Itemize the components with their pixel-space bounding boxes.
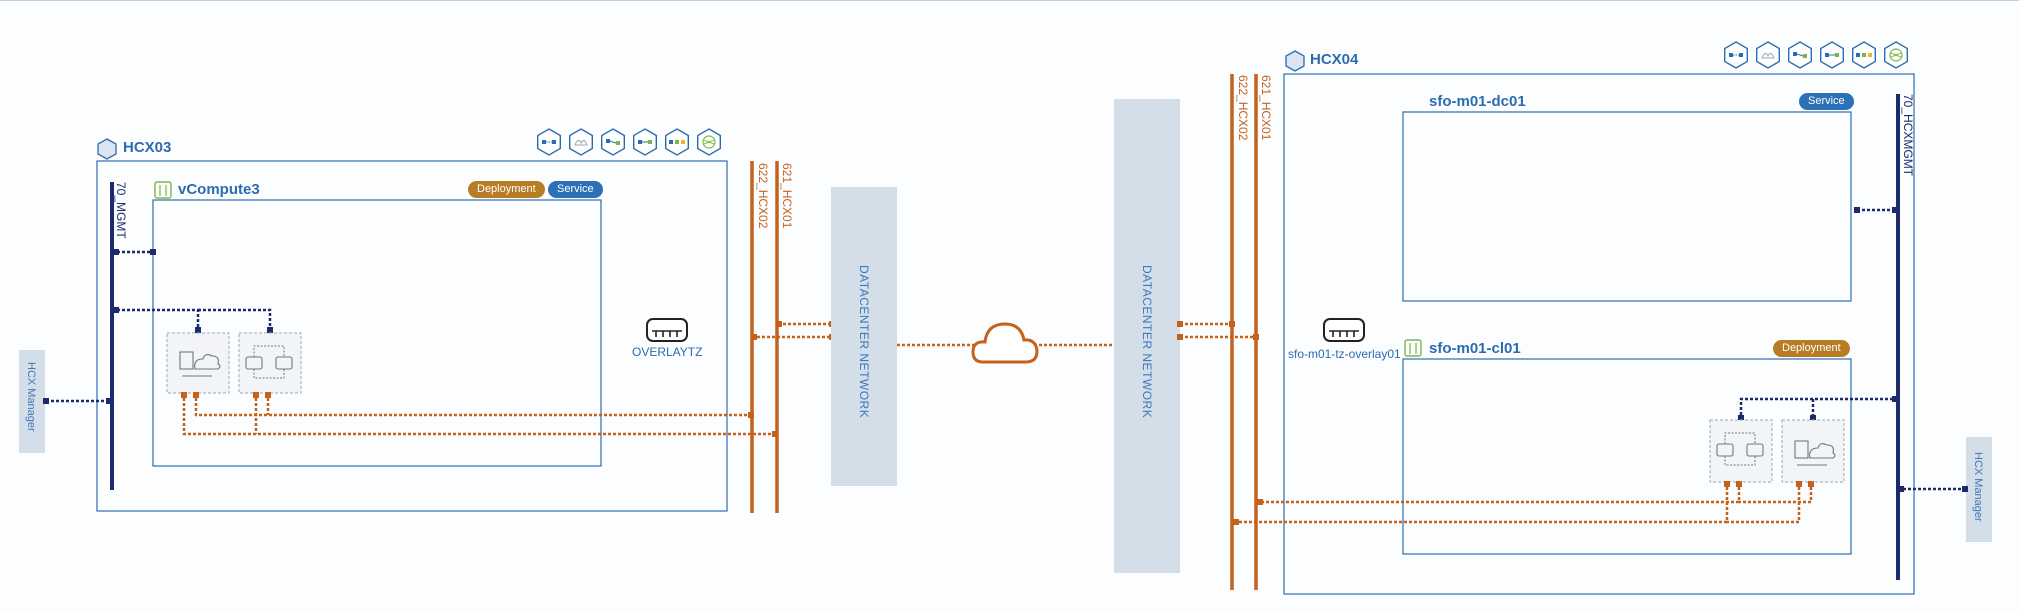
right-site-title: HCX04	[1310, 51, 1359, 68]
right-net-621-label: 621_HCX01	[1259, 75, 1273, 141]
wan-opt-icon[interactable]	[569, 128, 593, 156]
overlay-tz-icon	[646, 318, 688, 342]
right-dc-title: sfo-m01-dc01	[1429, 93, 1526, 110]
left-site-frame	[96, 160, 728, 512]
right-datacenter-panel	[1114, 99, 1180, 573]
left-cluster-frame	[152, 199, 602, 467]
right-net-622-label: 622_HCX02	[1236, 75, 1250, 141]
wan-opt-icon[interactable]	[1755, 41, 1781, 69]
left-net-622-label: 622_HCX02	[756, 163, 770, 229]
left-hcx-manager-box[interactable]	[19, 350, 45, 453]
service-mesh-icon[interactable]	[665, 128, 689, 156]
overlay-tz-icon-right	[1323, 318, 1365, 342]
right-appliance-interconnect[interactable]	[1781, 419, 1845, 483]
right-cluster-title: sfo-m01-cl01	[1429, 340, 1521, 357]
right-cluster-frame	[1402, 358, 1852, 555]
cloud-icon	[971, 322, 1039, 364]
left-deployment-badge: Deployment	[468, 181, 545, 198]
left-site-title: HCX03	[123, 139, 172, 156]
right-appliance-network-extension[interactable]	[1709, 419, 1773, 483]
left-appliance-network-extension[interactable]	[238, 332, 302, 394]
right-hcx-manager-box[interactable]	[1966, 437, 1992, 542]
right-hcx-manager-label: HCX Manager	[1972, 452, 1984, 522]
right-mgmt-label: 70_HCXMGMT	[1901, 94, 1915, 177]
interconnect-icon[interactable]	[537, 128, 561, 156]
right-site-frame	[1283, 73, 1915, 595]
left-net-621-label: 621_HCX01	[780, 163, 794, 229]
left-datacenter-panel	[831, 187, 897, 486]
left-datacenter-label: DATACENTER NETWORK	[857, 265, 871, 419]
network-extension-ha-icon[interactable]	[1819, 41, 1845, 69]
left-hcx-manager-label: HCX Manager	[25, 362, 37, 432]
left-appliance-interconnect[interactable]	[166, 332, 230, 394]
left-mgmt-label: 70_MGMT	[114, 182, 128, 239]
right-transport-zone-label: sfo-m01-tz-overlay01	[1288, 347, 1401, 361]
right-service-badge: Service	[1799, 93, 1854, 110]
left-cluster-title: vCompute3	[178, 181, 260, 198]
globe-icon[interactable]	[1883, 41, 1909, 69]
network-extension-icon[interactable]	[601, 128, 625, 156]
top-border	[0, 0, 2019, 1]
service-mesh-icon[interactable]	[1851, 41, 1877, 69]
left-service-icons	[537, 128, 721, 156]
left-site	[19, 128, 778, 512]
right-service-icons	[1723, 41, 1909, 69]
left-service-badge: Service	[548, 181, 603, 198]
right-datacenter-label: DATACENTER NETWORK	[1140, 265, 1154, 419]
network-extension-icon[interactable]	[1787, 41, 1813, 69]
left-site-hex-icon	[97, 138, 117, 160]
right-deployment-badge: Deployment	[1773, 340, 1850, 357]
interconnect-icon[interactable]	[1723, 41, 1749, 69]
network-extension-ha-icon[interactable]	[633, 128, 657, 156]
left-transport-zone-label: OVERLAYTZ	[632, 345, 703, 359]
globe-icon[interactable]	[697, 128, 721, 156]
right-site-hex-icon	[1285, 50, 1305, 72]
right-site	[1233, 41, 1992, 595]
right-cluster-icon	[1404, 339, 1422, 357]
left-cluster-icon	[154, 181, 172, 199]
right-dc-frame	[1402, 111, 1852, 302]
